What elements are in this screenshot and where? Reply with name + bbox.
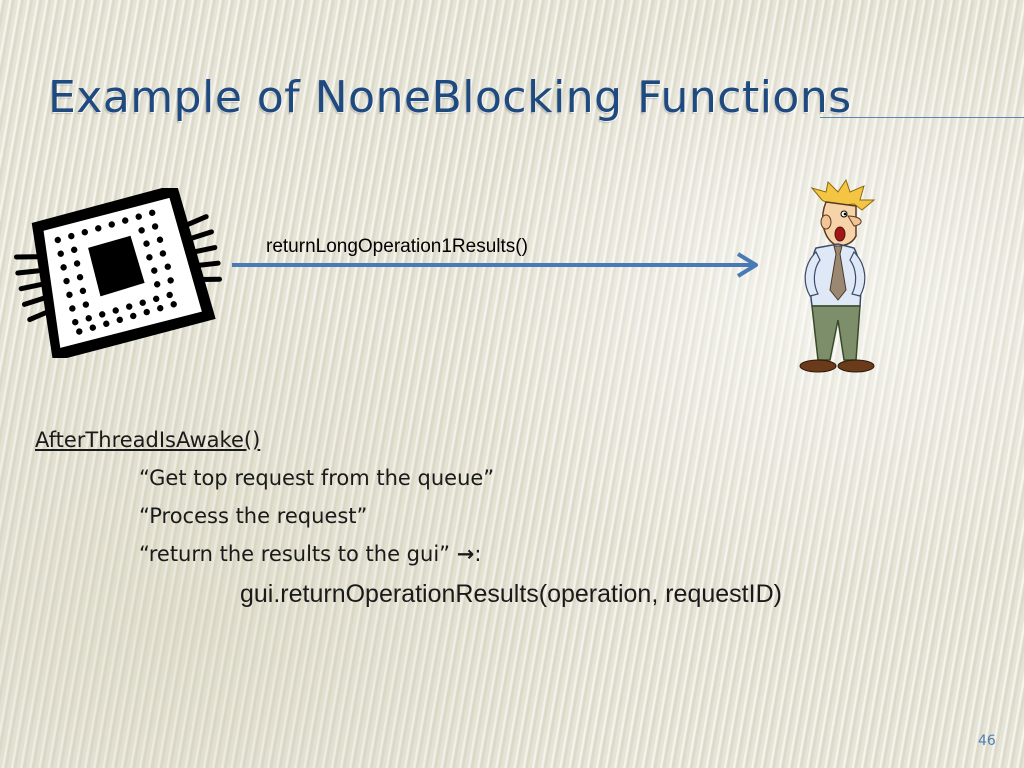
step-return-results-colon: : [474, 542, 482, 566]
step-return-results: “return the results to the gui” →: [139, 542, 481, 566]
step-return-results-text: “return the results to the gui” [139, 542, 457, 566]
step-get-request: “Get top request from the queue” [139, 466, 495, 490]
arrow-label: returnLongOperation1Results() [266, 236, 528, 257]
call-arrow [232, 252, 758, 278]
right-arrow-icon: → [456, 542, 475, 566]
cartoon-person-icon [799, 178, 876, 373]
function-name: AfterThreadIsAwake() [35, 428, 261, 452]
title-underline-rule [820, 117, 1024, 118]
gui-callback-call: gui.returnOperationResults(operation, re… [240, 580, 782, 608]
step-process-request: “Process the request” [139, 504, 368, 528]
slide-title: Example of NoneBlocking Functions [48, 72, 852, 123]
cpu-chip-icon [14, 188, 222, 358]
page-number: 46 [978, 733, 996, 749]
